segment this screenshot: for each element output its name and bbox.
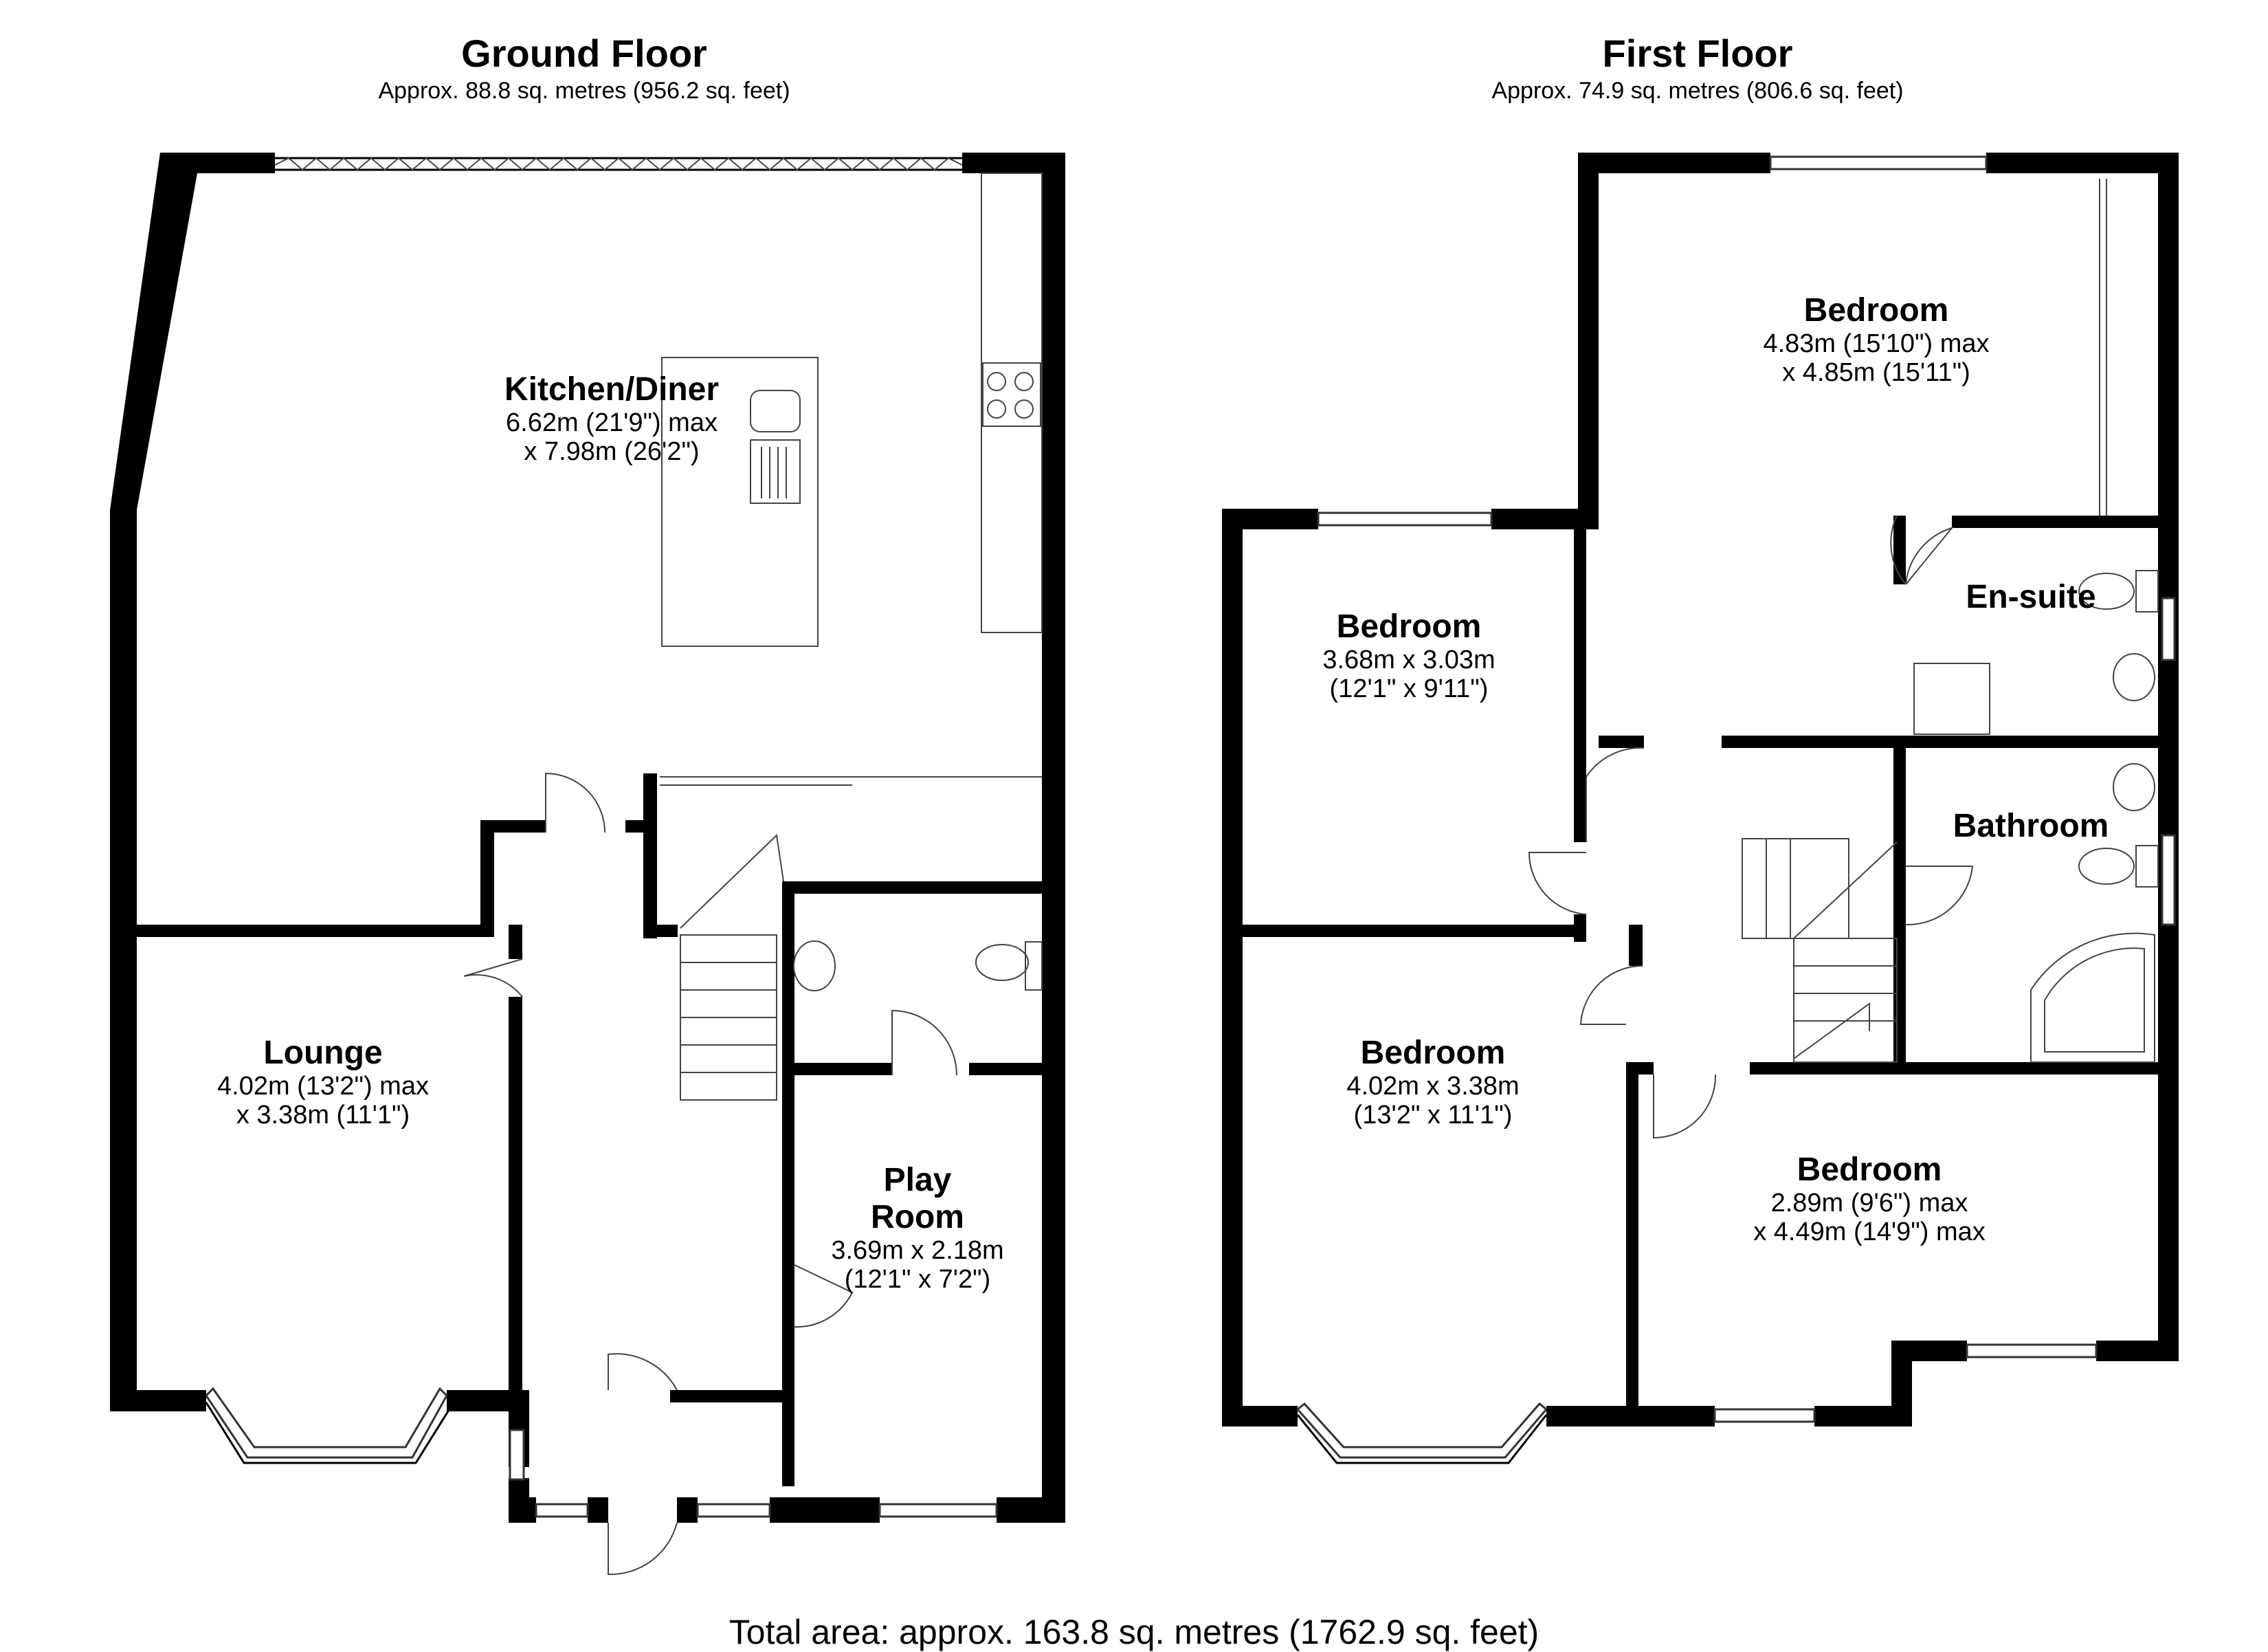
kitchen-island — [661, 357, 819, 647]
ensuite-fixtures — [1913, 570, 2159, 735]
lounge-bay-window — [205, 1387, 455, 1464]
room-label-bedroom-right-bottom: Bedroom 2.89m (9'6") max x 4.49m (14'9")… — [1663, 1152, 2076, 1247]
room-dimension: 4.02m x 3.38m — [1346, 1071, 1520, 1101]
room-name: Lounge — [263, 1035, 383, 1071]
kitchen-units — [981, 173, 1043, 633]
room-dimension: 4.83m (15'10") max — [1763, 329, 1990, 358]
room-dimension: (12'1" x 9'11") — [1329, 674, 1489, 704]
first-floor-windows — [1296, 155, 2176, 1464]
room-name: Bedroom — [1360, 1035, 1506, 1071]
room-name: Play — [883, 1162, 952, 1198]
ground-floor-doors — [463, 772, 957, 1576]
room-dimension: 2.89m (9'6") max — [1770, 1188, 1968, 1218]
room-dimension: x 4.49m (14'9") max — [1753, 1218, 1986, 1247]
room-name: Kitchen/Diner — [504, 371, 720, 408]
room-dimension: 3.69m x 2.18m — [831, 1235, 1004, 1265]
first-floor-area: Approx. 74.9 sq. metres (806.6 sq. feet) — [1491, 78, 1904, 104]
room-label-ensuite: En-suite — [1917, 579, 2144, 616]
room-name: Bathroom — [1953, 808, 2109, 844]
first-floor-stairs — [1742, 838, 1898, 1063]
ground-floor-title: Ground Floor — [461, 32, 707, 75]
room-name: Room — [871, 1198, 964, 1235]
ground-wc-fixtures — [793, 940, 1043, 991]
ground-floor-stairs — [660, 776, 1042, 1101]
first-floor-plan — [1222, 153, 2179, 1464]
first-floor-walls — [1222, 153, 2179, 1427]
bathroom-fixtures — [2030, 763, 2159, 1063]
room-dimension: x 3.38m (11'1") — [236, 1101, 410, 1130]
room-label-bedroom-main: Bedroom 4.83m (15'10") max x 4.85m (15'1… — [1677, 292, 2076, 388]
room-dimension: (12'1" x 7'2") — [844, 1265, 991, 1295]
room-name: Bedroom — [1803, 292, 1949, 329]
room-label-bedroom-left-top: Bedroom 3.68m x 3.03m (12'1" x 9'11") — [1244, 608, 1574, 704]
first-floor-doors — [1528, 515, 1974, 1139]
room-dimension: x 4.85m (15'11") — [1782, 358, 1970, 388]
room-dimension: 4.02m (13'2") max — [217, 1071, 429, 1101]
bifold-doors — [274, 157, 963, 171]
ground-front-windows — [509, 1429, 998, 1518]
room-label-bathroom: Bathroom — [1911, 808, 2151, 845]
room-dimension: 3.68m x 3.03m — [1322, 645, 1496, 674]
room-dimension: x 7.98m (26'2") — [524, 437, 700, 467]
ground-floor-plan — [110, 153, 1065, 1576]
room-dimension: 6.62m (21'9") max — [506, 408, 718, 437]
room-name: Bedroom — [1797, 1152, 1942, 1188]
first-floor-title: First Floor — [1602, 32, 1793, 75]
ground-floor-area: Approx. 88.8 sq. metres (956.2 sq. feet) — [378, 78, 790, 104]
room-label-bedroom-left-bottom: Bedroom 4.02m x 3.38m (13'2" x 11'1") — [1244, 1035, 1622, 1130]
wardrobe — [2099, 179, 2107, 516]
room-label-play-room: Play Room 3.69m x 2.18m (12'1" x 7'2") — [797, 1162, 1038, 1295]
room-name: En-suite — [1966, 579, 2096, 615]
total-area: Total area: approx. 163.8 sq. metres (17… — [729, 1613, 1539, 1651]
room-label-kitchen-diner: Kitchen/Diner 6.62m (21'9") max x 7.98m … — [405, 371, 818, 467]
ground-floor-walls — [110, 153, 1065, 1523]
room-label-lounge: Lounge 4.02m (13'2") max x 3.38m (11'1") — [151, 1035, 495, 1130]
room-dimension: (13'2" x 11'1") — [1353, 1101, 1513, 1130]
room-name: Bedroom — [1336, 608, 1482, 645]
